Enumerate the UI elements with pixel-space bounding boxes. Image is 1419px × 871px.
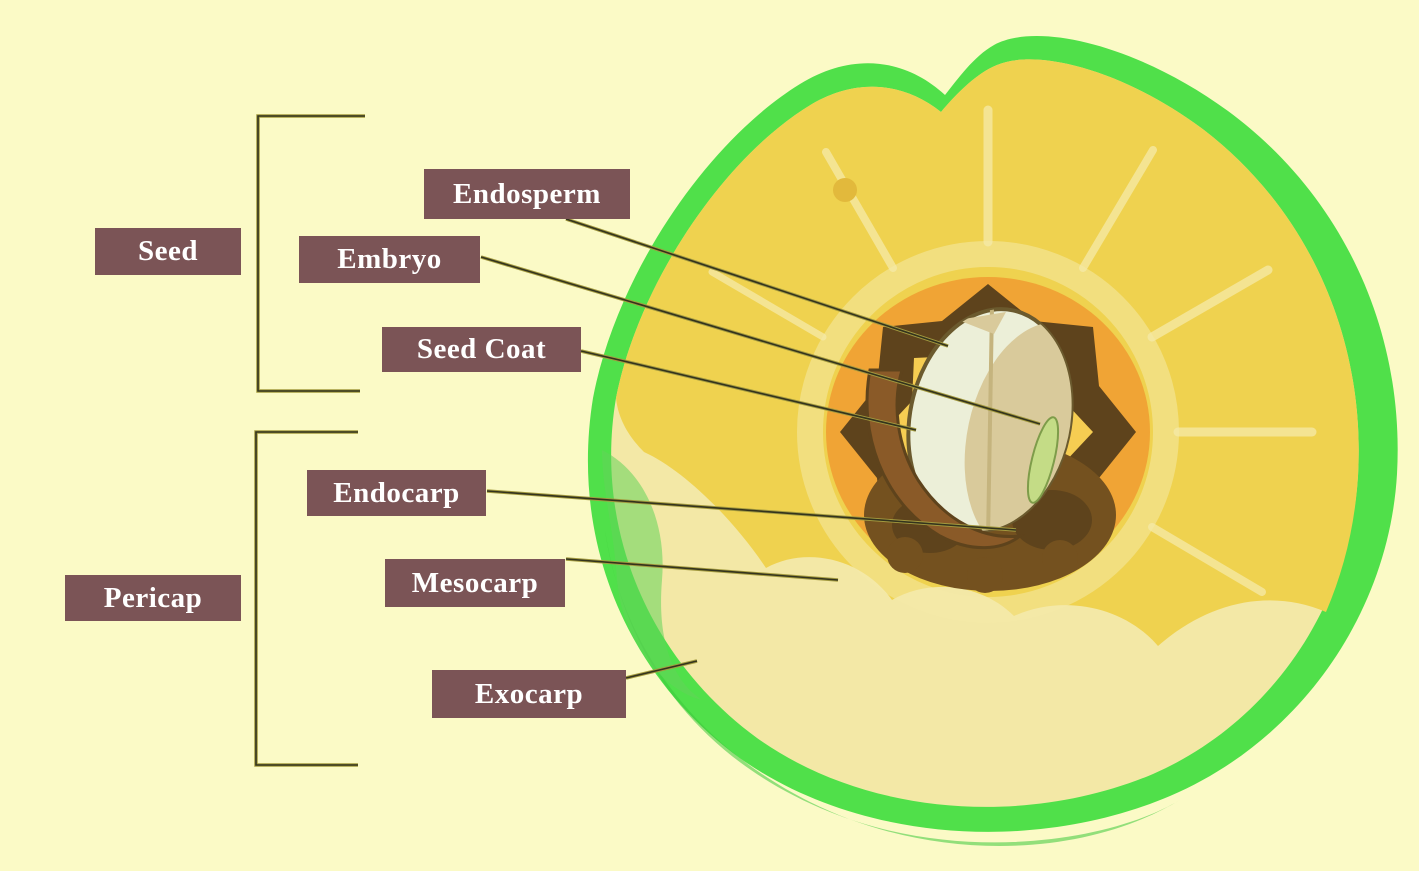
leader-line-exocarp <box>625 659 698 680</box>
flesh-green-streak <box>602 450 702 700</box>
label-exocarp: Exocarp <box>432 670 626 718</box>
seed-wedge-shape <box>865 368 1026 550</box>
label-seed: Seed <box>95 228 241 275</box>
label-pericap: Pericap <box>65 575 241 621</box>
flesh-streaks <box>708 105 1317 596</box>
bracket-seed <box>256 114 365 393</box>
label-endocarp: Endocarp <box>307 470 486 516</box>
label-endosperm: Endosperm <box>424 169 630 219</box>
embryo-shape <box>1026 416 1060 504</box>
label-embryo: Embryo <box>299 236 480 283</box>
leader-line-endocarp <box>486 489 1017 532</box>
leader-line-embryo <box>480 255 1041 426</box>
leader-line-seed-coat <box>580 349 917 432</box>
leader-line-endosperm <box>565 217 949 348</box>
exocarp-shading <box>605 530 1180 847</box>
label-mesocarp: Mesocarp <box>385 559 565 607</box>
label-seed-coat: Seed Coat <box>382 327 581 372</box>
bracket-pericap <box>254 430 358 767</box>
flesh-dot <box>833 178 857 202</box>
flesh-halo-ring <box>797 241 1179 623</box>
leader-line-mesocarp <box>565 557 839 582</box>
